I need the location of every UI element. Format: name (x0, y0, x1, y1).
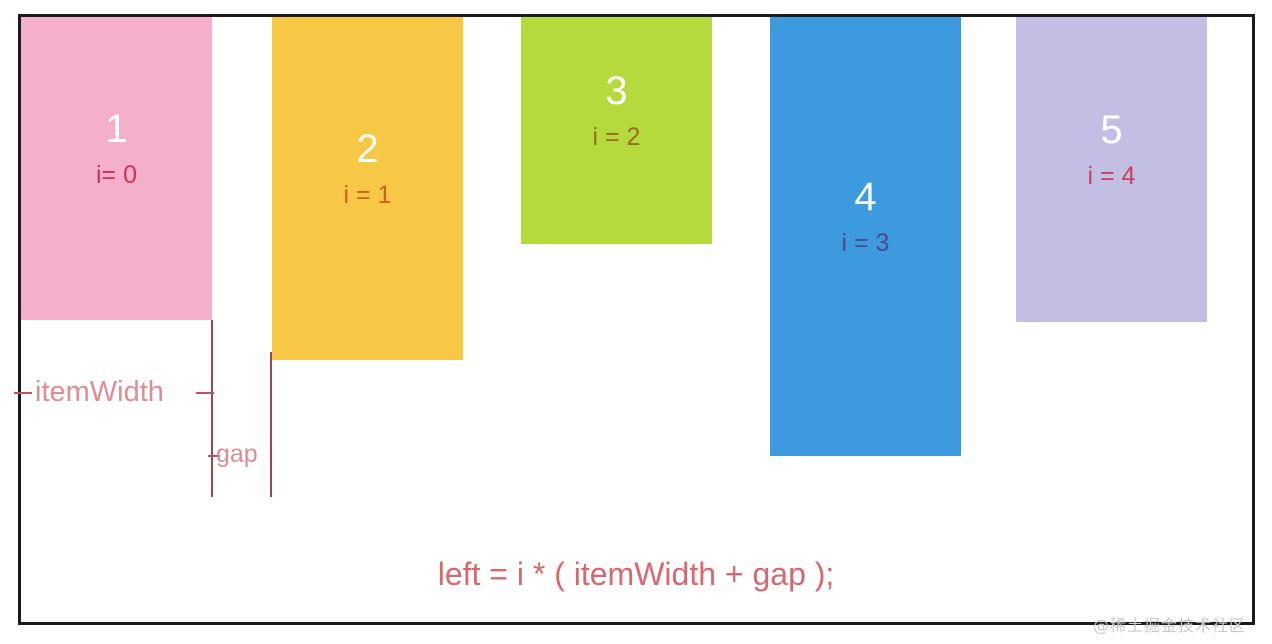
item-box-3-i-label: i = 2 (592, 123, 641, 151)
item-box-4-index: 4 (854, 175, 877, 219)
item-box-4: 4 i = 3 (770, 17, 961, 456)
itemwidth-left-tick (14, 392, 32, 394)
formula-text: left = i * ( itemWidth + gap ); (437, 556, 835, 592)
item-box-2-index: 2 (356, 127, 379, 171)
item-box-2: 2 i = 1 (272, 17, 463, 360)
item-box-3-index: 3 (605, 69, 628, 113)
item-box-1-i-label: i= 0 (95, 161, 137, 189)
item-box-4-i-label: i = 3 (841, 229, 890, 257)
item-box-2-i-label: i = 1 (343, 181, 392, 209)
gap-label: gap (216, 440, 258, 468)
item-box-5: 5 i = 4 (1016, 17, 1207, 322)
gap-left-tick (208, 455, 220, 457)
watermark: @稀土掘金技术社区 (1092, 616, 1246, 635)
itemwidth-right-guide-line (211, 320, 213, 497)
item-box-1-index: 1 (105, 107, 128, 151)
item-box-5-index: 5 (1100, 108, 1123, 152)
item-box-3: 3 i = 2 (521, 17, 712, 244)
item-box-1: 1 i= 0 (21, 17, 212, 320)
itemwidth-right-tick (196, 392, 214, 394)
gap-right-guide-line (270, 352, 272, 497)
item-box-5-i-label: i = 4 (1087, 162, 1136, 190)
itemwidth-label: itemWidth (35, 376, 164, 408)
